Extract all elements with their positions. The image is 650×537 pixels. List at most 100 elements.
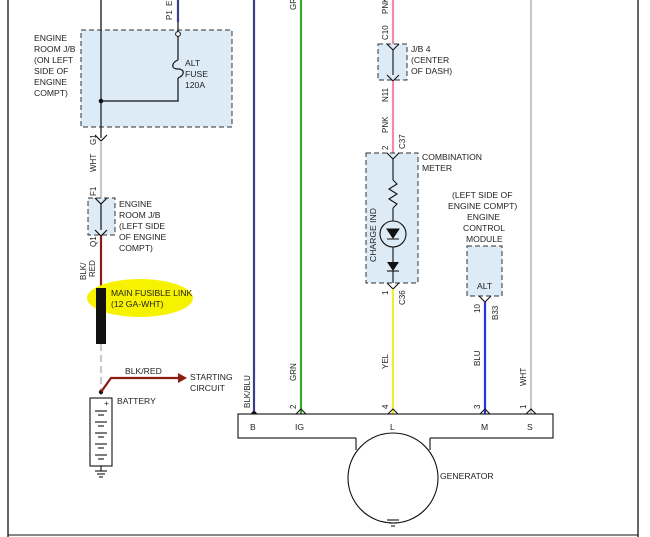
- pin-l-connector-icon: [387, 408, 399, 415]
- main-fusible-link-icon: [96, 288, 106, 344]
- meter-diode-icon: [387, 262, 399, 271]
- connector-g1-label: G1: [89, 134, 98, 145]
- wire-grn-label: GRN: [289, 363, 298, 381]
- alt-fuse-120a-icon: [172, 59, 184, 79]
- wire-wht-left-label: WHT: [89, 154, 98, 172]
- combination-meter-box: [365, 152, 419, 284]
- wire-yel-label: YEL: [381, 353, 390, 369]
- ecm-label: (LEFT SIDE OF ENGINE COMPT) ENGINE CONTR…: [448, 190, 517, 244]
- svg-text:MAIN FUSIBLE LINK: MAIN FUSIBLE LINK: [111, 288, 192, 298]
- wire-pnk-mid-label: PNK: [381, 116, 390, 133]
- b33-connector-icon: [478, 295, 492, 303]
- svg-text:ENGINE COMPT): ENGINE COMPT): [448, 201, 517, 211]
- svg-text:ENGINE: ENGINE: [34, 33, 67, 43]
- pin-ig-number: 2: [289, 404, 298, 409]
- pin-l-number: 4: [381, 404, 390, 409]
- svg-text:ENGINE: ENGINE: [34, 77, 67, 87]
- svg-text:(LEFT SIDE: (LEFT SIDE: [119, 221, 165, 231]
- pin-s-connector-icon: [525, 408, 537, 415]
- svg-text:ENGINE: ENGINE: [467, 212, 500, 222]
- pin-ig-connector-icon: [295, 408, 307, 415]
- p1-terminal: [175, 31, 181, 37]
- svg-text:COMBINATION: COMBINATION: [422, 152, 482, 162]
- terminal-s-label: S: [527, 422, 533, 432]
- c36-connector-icon: [386, 282, 400, 290]
- wire-blk-red-left-label: BLK/ RED: [79, 260, 97, 280]
- combination-meter-label: COMBINATION METER: [422, 152, 482, 173]
- wire-starting-label: BLK/RED: [125, 366, 162, 376]
- ecm-box: [466, 245, 503, 297]
- terminal-m-label: M: [481, 422, 488, 432]
- engine-room-jb-lower-label: ENGINE ROOM J/B (LEFT SIDE OF ENGINE COM…: [119, 199, 167, 253]
- terminal-l-label: L: [390, 422, 395, 432]
- connector-b33-label: B33: [491, 305, 500, 320]
- pin-m-number: 3: [473, 404, 482, 409]
- connector-q1-label: Q1: [89, 236, 98, 247]
- svg-text:(CENTER: (CENTER: [411, 55, 449, 65]
- svg-text:(ON LEFT: (ON LEFT: [34, 55, 74, 65]
- engine-room-jb-top-box: [80, 29, 233, 128]
- meter-pin-out-number: 1: [381, 290, 390, 295]
- svg-text:(LEFT SIDE OF: (LEFT SIDE OF: [452, 190, 512, 200]
- generator-ground-icon: [387, 519, 399, 527]
- starting-circuit-arrow-icon: [178, 373, 187, 383]
- generator-label: GENERATOR: [440, 471, 494, 481]
- svg-text:COMPT): COMPT): [119, 243, 153, 253]
- svg-text:J/B 4: J/B 4: [411, 44, 431, 54]
- battery-plus-label: +: [104, 398, 109, 408]
- starting-circuit-label: STARTING CIRCUIT: [190, 372, 233, 393]
- svg-text:STARTING: STARTING: [190, 372, 233, 382]
- battery-icon: [89, 397, 113, 467]
- svg-text:CONTROL: CONTROL: [463, 223, 505, 233]
- ecm-alt-label: ALT: [477, 281, 493, 291]
- meter-resistor-icon: [387, 179, 399, 209]
- engine-room-jb-top-label: ENGINE ROOM J/B (ON LEFT SIDE OF ENGINE …: [34, 33, 76, 98]
- pin-m-connector-icon: [479, 408, 491, 415]
- connector-n11-label: N11: [381, 87, 390, 102]
- svg-text:RED: RED: [88, 260, 97, 277]
- svg-text:(12 GA-WHT): (12 GA-WHT): [111, 299, 164, 309]
- svg-text:FUSE: FUSE: [185, 69, 208, 79]
- terminal-ig-label: IG: [295, 422, 304, 432]
- svg-text:BLK/: BLK/: [79, 262, 88, 280]
- svg-text:ALT: ALT: [185, 58, 201, 68]
- svg-text:SIDE OF: SIDE OF: [34, 66, 68, 76]
- jb4-label: J/B 4 (CENTER OF DASH): [411, 44, 452, 76]
- svg-text:CIRCUIT: CIRCUIT: [190, 383, 226, 393]
- svg-text:ENGINE: ENGINE: [119, 199, 152, 209]
- alt-fuse-label: ALT FUSE 120A: [185, 58, 208, 90]
- battery-cells-icon: [95, 410, 107, 460]
- fusible-link-highlight: [87, 279, 193, 317]
- svg-text:OF DASH): OF DASH): [411, 66, 452, 76]
- svg-text:MODULE: MODULE: [466, 234, 503, 244]
- wire-pnk-top-label: PNK: [381, 0, 390, 14]
- svg-text:COMPT): COMPT): [34, 88, 68, 98]
- connector-c10-label: C10: [381, 25, 390, 40]
- connector-f1-label: F1: [89, 186, 98, 196]
- wire-starting-circuit: [100, 376, 178, 393]
- connector-c37-label: C37: [398, 134, 407, 149]
- svg-text:METER: METER: [422, 163, 452, 173]
- connector-p1-cut-label: E: [165, 1, 174, 6]
- generator-body-icon: [347, 432, 439, 524]
- wire-grn-cut-label: GR: [289, 0, 298, 10]
- jb-top-internal-wire: [100, 30, 179, 102]
- terminal-b-label: B: [250, 422, 256, 432]
- wire-blu-label: BLU: [473, 350, 482, 366]
- ecm-pin-number: 10: [473, 304, 482, 313]
- svg-text:ROOM J/B: ROOM J/B: [119, 210, 161, 220]
- charge-indicator-led-icon: [386, 228, 400, 240]
- wire-blk-blu-label: BLK/BLU: [243, 375, 252, 408]
- connector-p1-label: P1: [165, 10, 174, 20]
- meter-pin-in-number: 2: [381, 145, 390, 150]
- svg-text:120A: 120A: [185, 80, 205, 90]
- wire-wht-s-label: WHT: [519, 368, 528, 386]
- connector-c36-label: C36: [398, 290, 407, 305]
- battery-label: BATTERY: [117, 396, 156, 406]
- svg-text:OF ENGINE: OF ENGINE: [119, 232, 167, 242]
- svg-text:ROOM J/B: ROOM J/B: [34, 44, 76, 54]
- pin-s-number: 1: [519, 404, 528, 409]
- main-fusible-link-label: MAIN FUSIBLE LINK (12 GA-WHT): [111, 288, 192, 309]
- charge-indicator-label: CHARGE IND: [368, 208, 378, 262]
